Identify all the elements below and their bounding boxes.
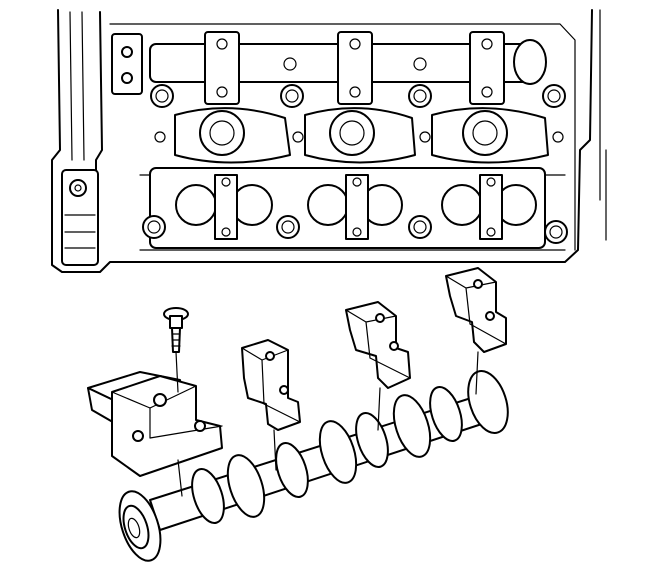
camshaft-lobes (191, 370, 509, 524)
camshaft (118, 370, 509, 562)
head-camshaft-saddle (149, 31, 547, 105)
cylinder-head-top-view (51, 9, 607, 273)
camshaft-bearing-cap-4 (445, 267, 507, 395)
bearing-cap-bolt (163, 307, 189, 393)
camshaft-bearing-cap-3 (345, 301, 411, 431)
head-spark-plug-wells (154, 107, 564, 164)
camshaft-bearing-cap-2 (241, 339, 301, 471)
cylinder-head-outline (51, 9, 593, 273)
camshaft-bearing-cap-front (87, 371, 223, 497)
head-bolts-upper-row (150, 84, 566, 108)
head-lower-lobes (139, 167, 566, 251)
head-bolts-lower-row (142, 215, 568, 244)
camshaft-nose (118, 490, 162, 562)
